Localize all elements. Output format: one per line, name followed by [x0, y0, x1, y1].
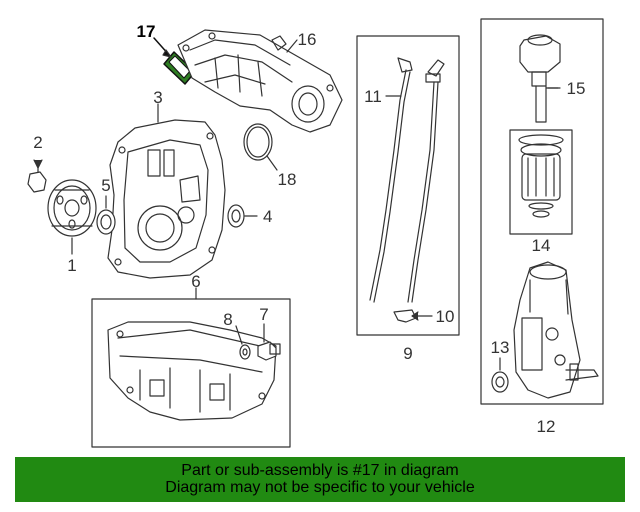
callout-10: 10: [436, 307, 455, 326]
callout-16: 16: [298, 30, 317, 49]
dipstick: [407, 59, 445, 303]
callout-13: 13: [491, 338, 510, 357]
part-15-filter-cap: [519, 34, 561, 123]
part-5-seal: [96, 195, 116, 235]
part-8-washer: [235, 325, 251, 360]
box-group-6: [91, 298, 291, 448]
part-4-seal: [227, 204, 258, 228]
part-16-intake-manifold: [177, 29, 343, 133]
callout-4: 4: [263, 207, 272, 226]
info-banner: Part or sub-assembly is #17 in diagram D…: [15, 457, 625, 502]
part-3-timing-cover: [107, 103, 226, 279]
part-12-filter-housing: [513, 261, 599, 399]
callout-9: 9: [403, 344, 412, 363]
callout-18: 18: [278, 170, 297, 189]
box-group-12: [480, 18, 604, 405]
callout-17: 17: [137, 22, 156, 41]
box-group-9: [356, 35, 460, 336]
part-18-o-ring: [243, 123, 278, 171]
callout-5: 5: [101, 176, 110, 195]
callout-15: 15: [567, 79, 586, 98]
banner-line-disclaimer: Diagram may not be specific to your vehi…: [165, 479, 475, 496]
part-7-drain-plug: [257, 323, 281, 361]
part-2-bolt: [27, 159, 47, 193]
part-10-clip: [393, 309, 433, 323]
banner-line-part: Part or sub-assembly is #17 in diagram: [181, 462, 459, 479]
callout-8: 8: [223, 310, 232, 329]
callout-3: 3: [153, 88, 162, 107]
callout-6: 6: [191, 272, 200, 291]
part-13-seal: [491, 357, 509, 393]
part-11-dipstick-tube: [369, 57, 413, 303]
callout-1: 1: [67, 256, 76, 275]
callout-14: 14: [532, 236, 551, 255]
callout-2: 2: [33, 133, 42, 152]
part-6-oil-pan: [107, 287, 277, 421]
callout-11: 11: [364, 87, 382, 106]
parts-diagram: 1 2 3 4 5 6 7 8 9 10 11 12 13 14 15 16 1…: [27, 18, 604, 448]
part-1-pulley: [47, 179, 97, 255]
callout-12: 12: [537, 417, 556, 436]
callout-7: 7: [259, 305, 268, 324]
part-14-filter-element: [509, 129, 573, 235]
